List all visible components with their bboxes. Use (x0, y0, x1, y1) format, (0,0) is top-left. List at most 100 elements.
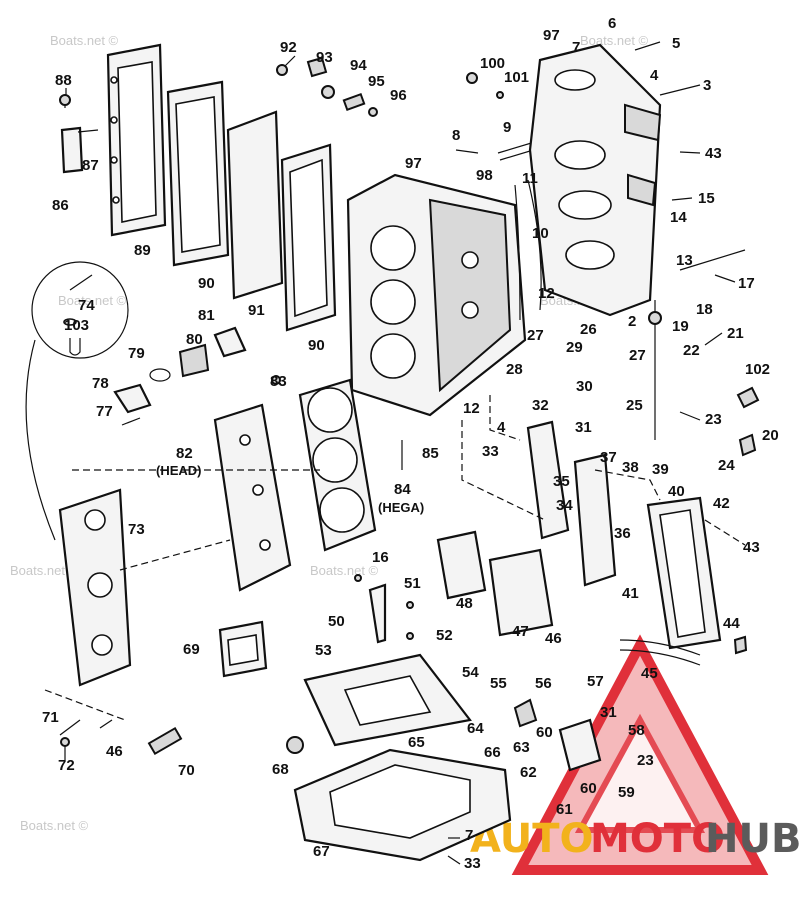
head-gasket-84 (298, 378, 377, 552)
callout-69: 69 (183, 641, 200, 658)
callout-95: 95 (368, 73, 385, 90)
callout-4: 4 (650, 67, 659, 84)
callout-80: 80 (186, 331, 203, 348)
callout-12b: 12 (463, 400, 480, 417)
callout-22: 22 (683, 342, 700, 359)
watermark-text: Boats.net © (50, 33, 119, 48)
callout-73: 73 (128, 521, 145, 538)
callout-18: 18 (696, 301, 713, 318)
gasket-90-lower (280, 143, 337, 332)
callout-42: 42 (713, 495, 730, 512)
callout-48: 48 (456, 595, 473, 612)
callout-28: 28 (506, 361, 523, 378)
small-right-parts (513, 249, 760, 772)
bolts-lower-left (59, 719, 183, 760)
callout-97: 97 (543, 27, 560, 44)
callout-101: 101 (504, 69, 529, 86)
callout-7: 7 (572, 39, 580, 56)
callout-85: 85 (422, 445, 439, 462)
callout-77: 77 (96, 403, 113, 420)
callout-7b: 7 (465, 827, 473, 844)
callout-51: 51 (404, 575, 421, 592)
callout-36: 36 (614, 525, 631, 542)
callout-88: 88 (55, 72, 72, 89)
callout-63: 63 (513, 739, 530, 756)
callout-19: 19 (672, 318, 689, 335)
callout-41: 41 (622, 585, 639, 602)
callout-6: 6 (608, 15, 616, 32)
callout-26: 26 (580, 321, 597, 338)
callout-3: 3 (703, 77, 711, 94)
callout-61: 61 (556, 801, 573, 818)
callout-31b: 31 (600, 704, 617, 721)
callout-56: 56 (535, 675, 552, 692)
callout-31: 31 (575, 419, 592, 436)
callout-2: 2 (628, 313, 636, 330)
callout-33b: 33 (464, 855, 481, 872)
callout-83: 83 (270, 373, 287, 390)
callout-89: 89 (134, 242, 151, 259)
cover-73 (58, 488, 132, 687)
callout-10: 10 (532, 225, 549, 242)
brackets-center (354, 530, 554, 644)
brand-triangle-inner (574, 713, 706, 833)
callout-43b: 43 (743, 539, 760, 556)
callout-29: 29 (566, 339, 583, 356)
callout-35: 35 (553, 473, 570, 490)
callout-45: 45 (641, 665, 658, 682)
callout-58: 58 (628, 722, 645, 739)
exhaust-cover-89 (106, 43, 167, 237)
callout-59: 59 (618, 784, 635, 801)
callout-62: 62 (520, 764, 537, 781)
brand-text-hub: HUB (705, 816, 800, 862)
callout-43: 43 (705, 145, 722, 162)
callout-64: 64 (467, 720, 484, 737)
callout-93: 93 (316, 49, 333, 66)
callout-66: 66 (484, 744, 501, 761)
callout-17: 17 (738, 275, 755, 292)
callout-15: 15 (698, 190, 715, 207)
callout-39: 39 (652, 461, 669, 478)
callout-38: 38 (622, 459, 639, 476)
callout-34: 34 (556, 497, 573, 514)
gasket-kit-69 (218, 620, 268, 678)
callout-46b: 46 (106, 743, 123, 760)
callout-90: 90 (198, 275, 215, 292)
callout-12: 12 (538, 285, 555, 302)
callout-78: 78 (92, 375, 109, 392)
callout-97b: 97 (405, 155, 422, 172)
callout-82: 82 (176, 445, 193, 462)
callout-91: 91 (248, 302, 265, 319)
callout-23: 23 (705, 411, 722, 428)
cylinder-block-97 (346, 173, 527, 417)
divider-plate-91 (226, 110, 284, 300)
watermark-text: Boats.net © (10, 563, 79, 578)
callout-102: 102 (745, 361, 770, 378)
crankcase-97-right (528, 43, 662, 317)
callout-37: 37 (600, 449, 617, 466)
callout-74: 74 (78, 297, 95, 314)
callout-44: 44 (723, 615, 740, 632)
leader-lines (44, 179, 746, 721)
callout-27: 27 (527, 327, 544, 344)
callout-90b: 90 (308, 337, 325, 354)
callout-68: 68 (272, 761, 289, 778)
callout-47: 47 (512, 623, 529, 640)
callout-16: 16 (372, 549, 389, 566)
screw-87 (77, 129, 99, 133)
inset-detail (25, 261, 129, 541)
callout-ticks (65, 41, 736, 865)
callout-4b: 4 (497, 419, 506, 436)
callout-55: 55 (490, 675, 507, 692)
brand-logo: AUTO MOTO HUB (470, 634, 800, 875)
callout-71: 71 (42, 709, 59, 726)
callout-numbers: 88 87 86 89 90 91 90 92 93 94 95 96 100 … (42, 15, 779, 872)
gasket-90-upper (166, 80, 230, 267)
callout-96: 96 (390, 87, 407, 104)
callout-65: 65 (408, 734, 425, 751)
callout-33: 33 (482, 443, 499, 460)
plate-86 (60, 126, 84, 174)
watermark-text: Boats.net © (20, 818, 89, 833)
callout-14: 14 (670, 209, 687, 226)
